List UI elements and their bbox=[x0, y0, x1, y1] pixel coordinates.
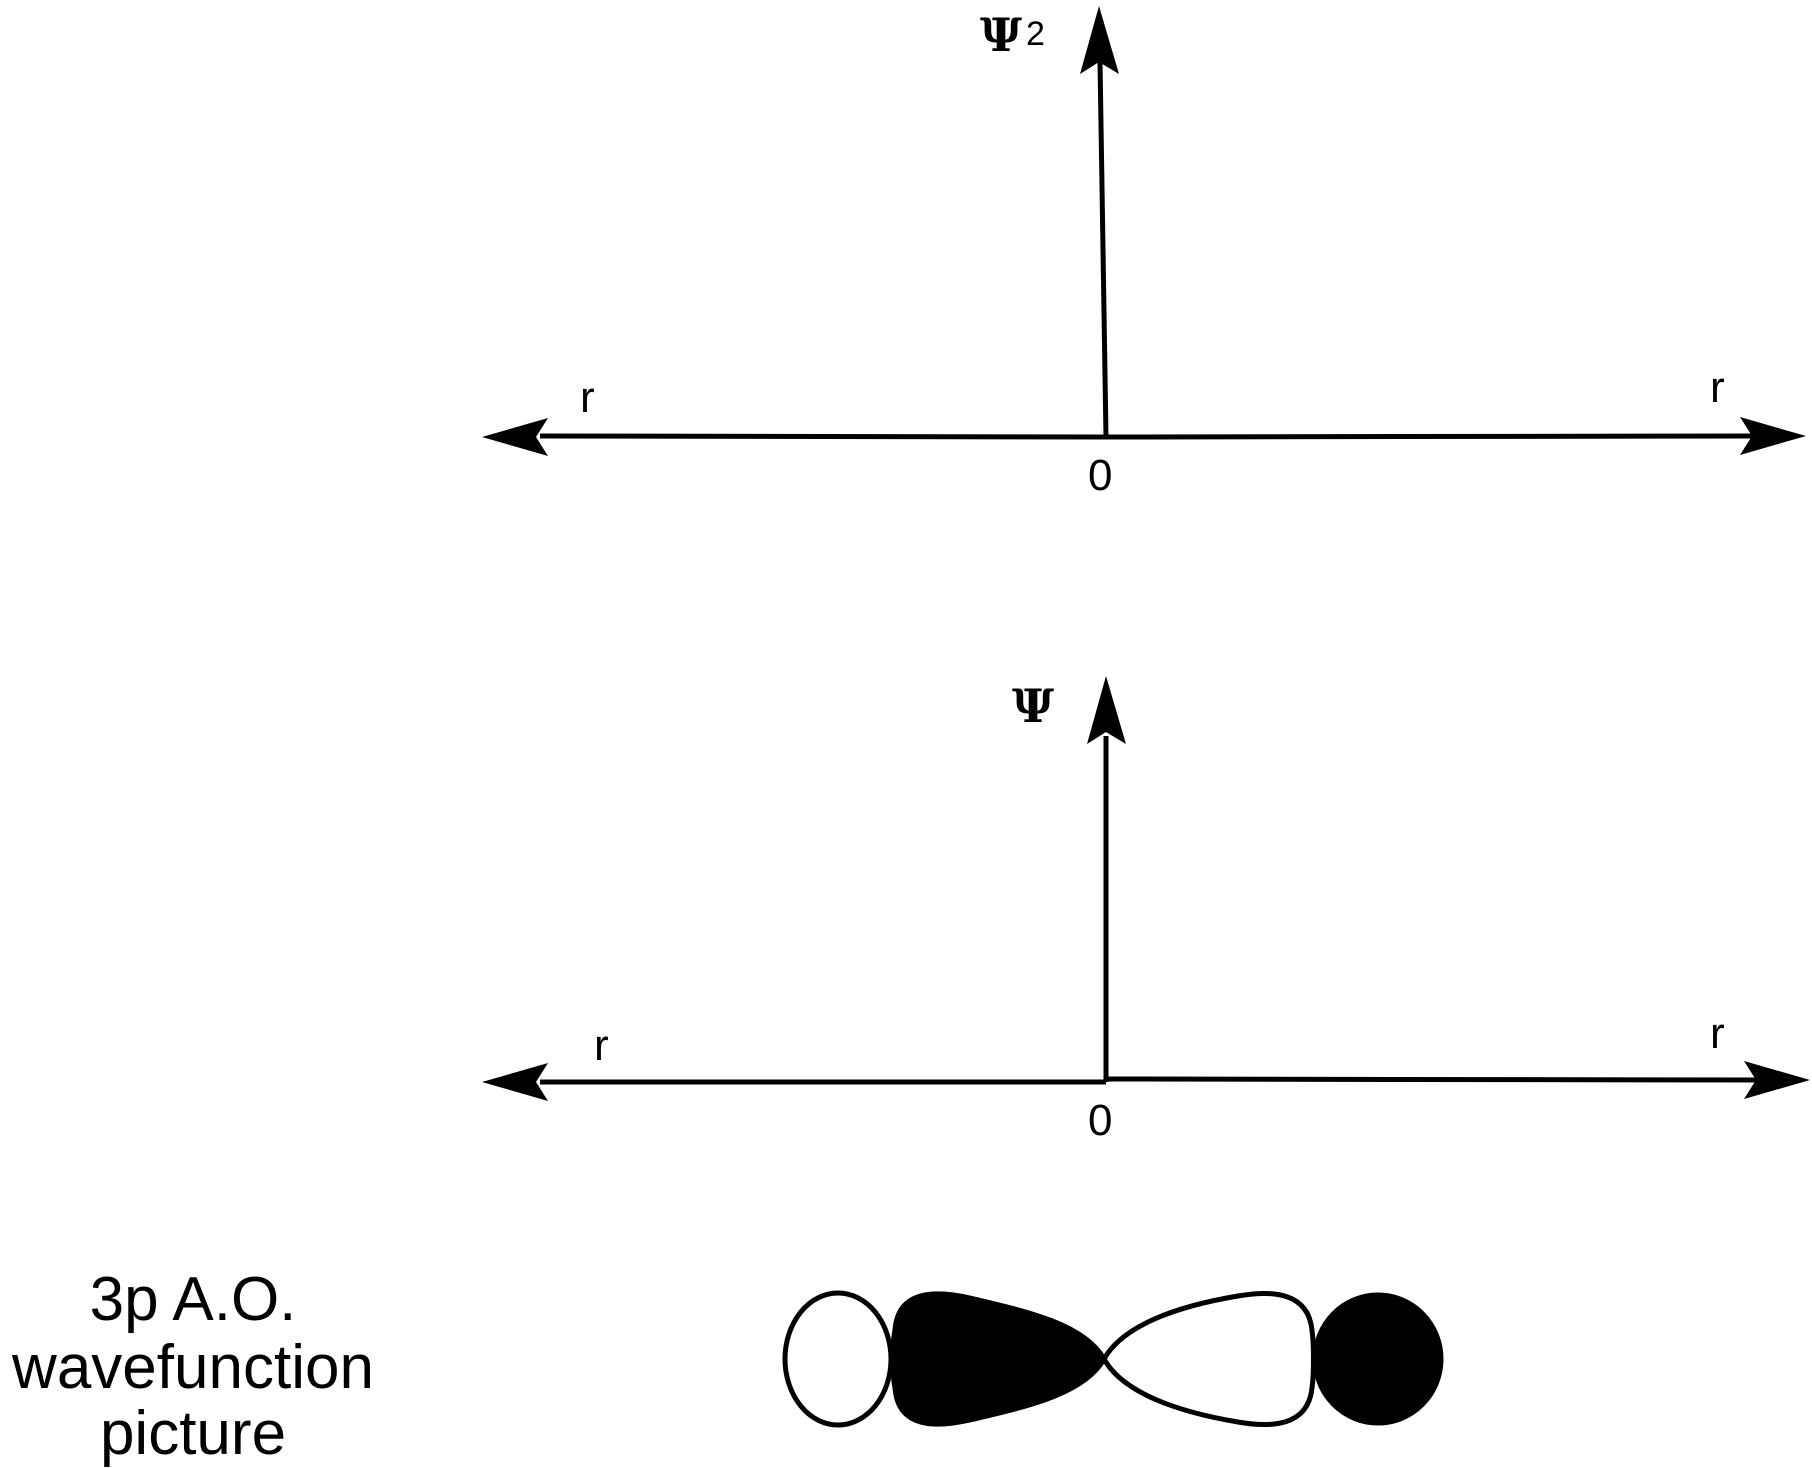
top-left-arrowhead bbox=[482, 418, 548, 456]
caption-line-2: wavefunction bbox=[11, 1333, 374, 1402]
top-right-arrowhead bbox=[1740, 417, 1806, 455]
bottom-origin-label: 0 bbox=[1088, 1096, 1112, 1145]
bottom-y-axis-label: Ψ bbox=[1012, 679, 1054, 733]
top-y-axis-label-superscript: 2 bbox=[1026, 15, 1045, 53]
orbital-lobe-inner-right bbox=[1101, 1290, 1316, 1428]
orbital-3p-picture bbox=[782, 1290, 1444, 1428]
top-origin-label: 0 bbox=[1088, 451, 1112, 500]
top-y-axis-label: Ψ bbox=[980, 8, 1022, 62]
top-left-r-label: r bbox=[580, 373, 595, 422]
orbital-lobe-inner-left bbox=[890, 1291, 1107, 1427]
bottom-left-arrowhead bbox=[482, 1063, 548, 1101]
orbital-lobe-outer-right bbox=[1312, 1292, 1444, 1426]
caption-line-3: picture bbox=[100, 1399, 286, 1468]
top-r-axis-right-line bbox=[1104, 433, 1761, 440]
caption: 3p A.O. wavefunction picture bbox=[11, 1265, 374, 1468]
bottom-left-r-label: r bbox=[594, 1021, 609, 1070]
psi-plot: Ψ r r 0 bbox=[482, 676, 1810, 1145]
bottom-right-arrowhead bbox=[1744, 1061, 1810, 1099]
top-r-axis-left-line bbox=[539, 433, 1106, 440]
orbital-lobe-outer-left bbox=[782, 1290, 894, 1428]
psi-squared-plot: Ψ 2 r r 0 bbox=[482, 6, 1806, 500]
bottom-up-arrowhead bbox=[1087, 676, 1126, 744]
top-right-r-label: r bbox=[1710, 363, 1725, 412]
top-psi2-axis-line bbox=[1097, 61, 1109, 438]
bottom-r-axis-right-line bbox=[1105, 1076, 1766, 1083]
caption-line-1: 3p A.O. bbox=[90, 1265, 297, 1334]
bottom-right-r-label: r bbox=[1710, 1009, 1725, 1058]
top-up-arrowhead bbox=[1080, 6, 1119, 74]
